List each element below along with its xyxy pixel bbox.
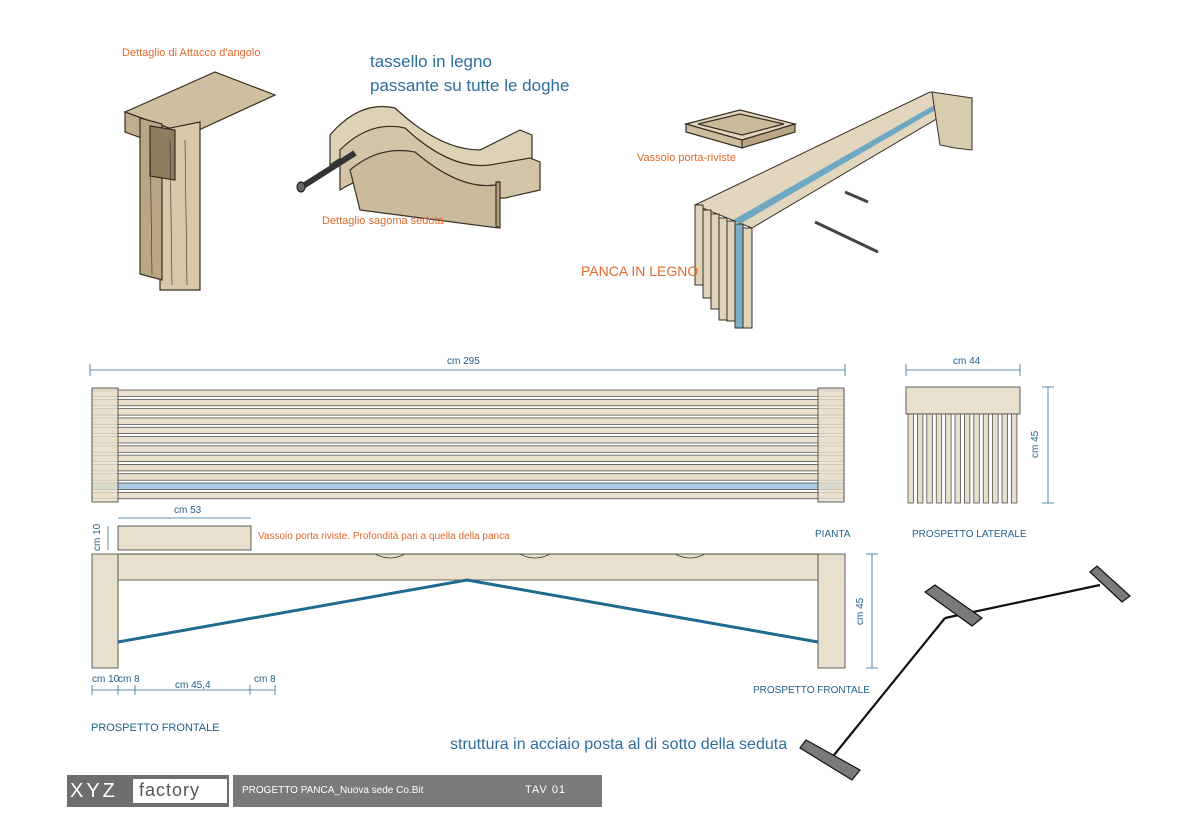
brand-box: XYZ factory [67,775,229,807]
dowel-label-line1: tassello in legno [370,52,492,71]
corner-joint-sketch [123,71,277,291]
side-leg-slat [964,413,971,504]
plan-slat [91,473,845,481]
plan-slat [91,436,845,444]
plan-slats [91,387,845,503]
side-legs [907,413,1018,504]
tray-sketch [683,109,798,149]
dowel-label-line2: passante su tutte le doghe [370,76,570,95]
tray-width-dimension: cm 53 [174,505,202,516]
length-dimension: cm 295 [447,356,480,367]
tray-height-dimension: cm 10 [92,523,103,551]
plan-label: PIANTA [815,529,851,540]
side-leg-slat [954,413,961,504]
plan-slat [91,454,845,462]
plan-slat [91,482,845,490]
plan-slat [91,426,845,435]
plan-leg [91,387,119,503]
side-height-dimension: cm 45 [1030,430,1041,458]
plan-slat [91,445,845,453]
project-title: PROGETTO PANCA_Nuova sede Co.Bit [242,785,424,796]
span-dimension: cm 45,4 [175,680,211,691]
front-view-right-label: PROSPETTO FRONTALE [753,685,870,696]
depth-dimension: cm 44 [953,356,981,367]
tray-label: Vassoio porta-riviste [637,152,736,164]
side-leg-slat [1011,413,1018,504]
plan-slat [91,491,845,500]
plan-leg [817,387,845,503]
side-leg-slat [982,413,990,504]
leg-left-dimension: cm 10 [92,674,120,685]
title-block: XYZ factory PROGETTO PANCA_Nuova sede Co… [67,775,602,807]
side-leg-slat [973,413,980,504]
side-leg-slat [926,413,933,504]
bench-label: PANCA IN LEGNO [581,263,699,279]
steel-structure-label: struttura in acciaio posta al di sotto d… [450,736,788,753]
brand-factory: factory [139,780,201,800]
tray-note: Vassoio porta riviste. Profondità pari a… [258,531,510,542]
side-leg-slat [1001,413,1008,504]
side-view [905,364,1054,504]
side-leg-slat [935,413,943,504]
side-leg-slat [992,413,999,504]
side-view-label: PROSPETTO LATERALE [912,529,1027,540]
steel-structure-sketch [799,565,1131,781]
gap-left-dimension: cm 8 [118,674,140,685]
plan-slat [91,464,845,472]
gap-right-dimension: cm 8 [254,674,276,685]
front-view [91,517,878,695]
plan-slat [91,398,845,407]
seat-profile-sketch [296,105,541,229]
project-box: PROGETTO PANCA_Nuova sede Co.Bit TAV 01 [233,775,602,807]
plan-slat [91,417,845,425]
bench-perspective-sketch [693,91,974,329]
side-leg-slat [945,413,952,504]
plan-slat [91,408,845,416]
front-view-left-label: PROSPETTO FRONTALE [91,722,220,734]
front-height-dimension: cm 45 [855,597,866,625]
seat-detail-label: Dettaglio sagoma seduta [322,215,444,227]
plan-slat [91,389,845,397]
corner-detail-label: Dettaglio di Attacco d'angolo [122,47,261,59]
side-leg-slat [907,413,914,504]
tray-elevation [117,525,252,551]
plan-view [89,364,846,503]
side-leg-slat [917,413,924,504]
sheet-number: TAV 01 [525,784,567,796]
brand-xyz: XYZ [70,780,118,802]
